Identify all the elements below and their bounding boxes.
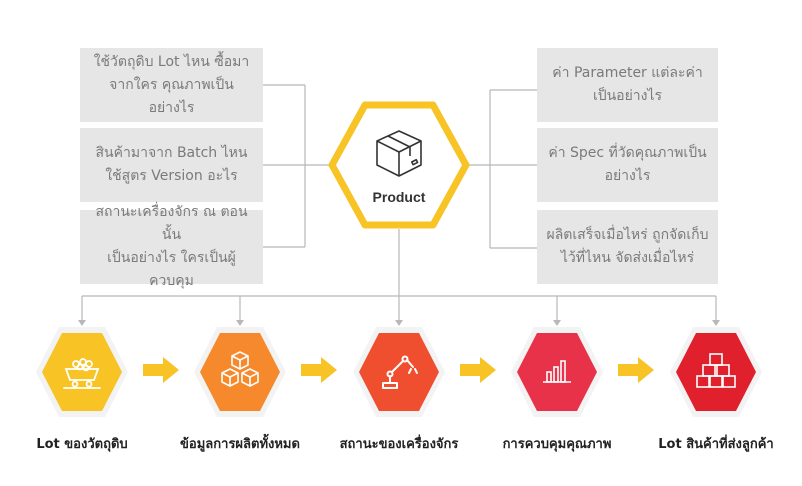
product-hexagon — [328, 101, 470, 229]
flow-arrow-icon — [618, 357, 654, 383]
question-line: สินค้ามาจาก Batch ไหน — [95, 145, 248, 161]
stacked-boxes-icon — [696, 353, 736, 388]
product-label: Product — [372, 189, 426, 205]
cubes-icon — [221, 351, 259, 387]
question-box-machine-status: สถานะเครื่องจักร ณ ตอนนั้นเป็นอย่างไร ใค… — [80, 204, 263, 289]
flow-arrow-icon — [301, 357, 337, 383]
step-shipped-lot — [670, 327, 762, 417]
question-line: อย่างไร — [604, 168, 651, 184]
step-label-quality-control: การควบคุมคุณภาพ — [502, 437, 612, 452]
robot-arm-icon — [382, 355, 418, 389]
box-icon — [376, 130, 422, 177]
question-line: ค่า Parameter แต่ละค่า — [552, 65, 703, 81]
question-line: ผลิตเสร็จเมื่อไหร่ ถูกจัดเก็บ — [546, 227, 709, 243]
question-line: สถานะเครื่องจักร ณ ตอนนั้น — [95, 204, 248, 243]
question-line: เป็นอย่างไร ใครเป็นผู้ควบคุม — [107, 250, 236, 289]
question-box-storage-shipping: ผลิตเสร็จเมื่อไหร่ ถูกจัดเก็บไว้ที่ไหน จ… — [537, 210, 718, 284]
question-box-batch: สินค้ามาจาก Batch ไหนใช้สูตร Version อะไ… — [80, 128, 263, 202]
question-line: ไว้ที่ไหน จัดส่งเมื่อไหร่ — [560, 250, 695, 266]
question-box-parameter: ค่า Parameter แต่ละค่าเป็นอย่างไร — [537, 48, 718, 122]
question-line: เป็นอย่างไร — [592, 88, 663, 104]
flow-arrow-icon — [460, 357, 496, 383]
step-material-lot — [36, 327, 128, 417]
question-line: ใช้สูตร Version อะไร — [105, 168, 238, 184]
question-box-material-lot: ใช้วัตถุดิบ Lot ไหน ซื้อมาจากใคร คุณภาพเ… — [80, 48, 263, 122]
question-line: ใช้วัตถุดิบ Lot ไหน ซื้อมา — [93, 53, 250, 70]
step-quality-control — [511, 327, 603, 417]
step-production-data — [194, 327, 286, 417]
step-label-production-data: ข้อมูลการผลิตทั้งหมด — [180, 437, 300, 452]
step-label-machine-status: สถานะของเครื่องจักร — [339, 437, 459, 452]
question-line: จากใคร คุณภาพเป็นอย่างไร — [109, 76, 234, 116]
mine-cart-icon — [63, 358, 101, 389]
question-box-spec: ค่า Spec ที่วัดคุณภาพเป็นอย่างไร — [537, 128, 718, 202]
step-machine-status — [353, 327, 445, 417]
bar-chart-icon — [543, 360, 571, 383]
flow-arrow-icon — [143, 357, 179, 383]
step-label-material-lot: Lot ของวัตถุดิบ — [36, 437, 128, 452]
step-label-shipped-lot: Lot สินค้าที่ส่งลูกค้า — [658, 437, 774, 452]
question-line: ค่า Spec ที่วัดคุณภาพเป็น — [548, 145, 707, 161]
